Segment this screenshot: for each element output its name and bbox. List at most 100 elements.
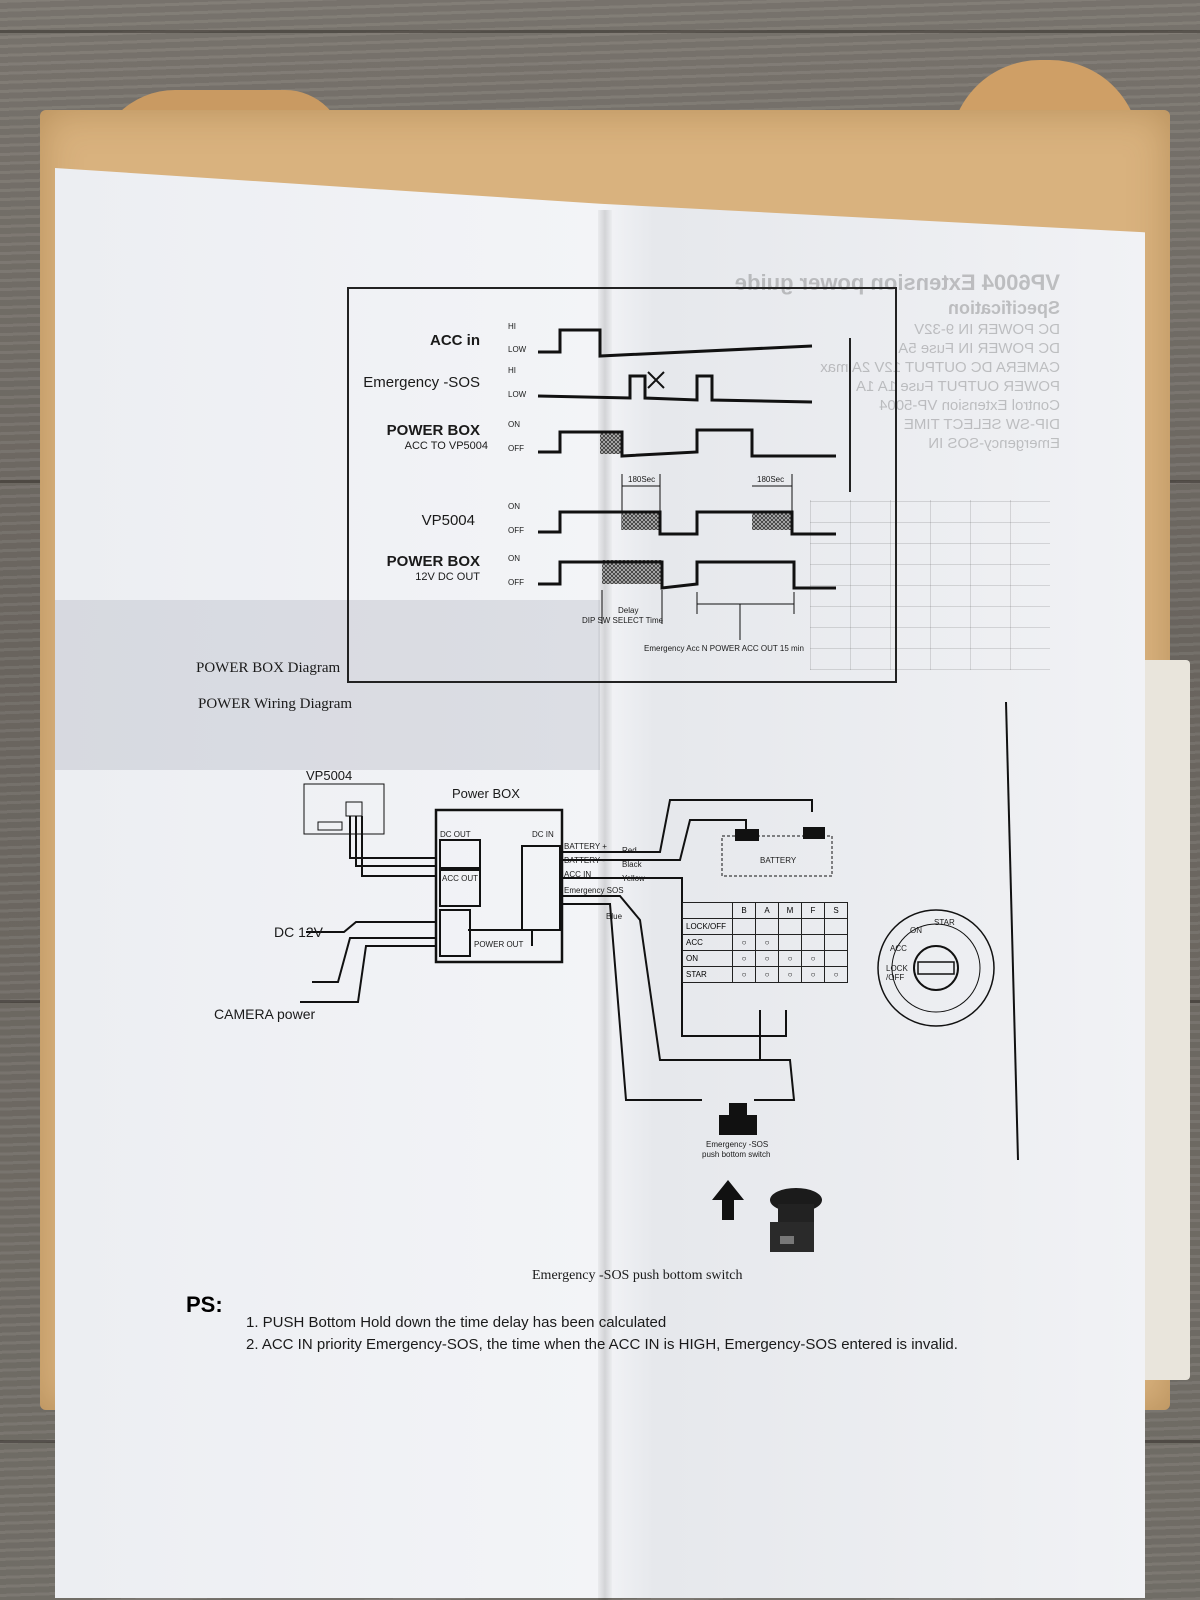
vp5004-connector (317, 821, 343, 831)
timing-chart-frame (347, 287, 897, 683)
vp-hatch (752, 512, 792, 530)
sos-caption-1: Emergency -SOS (706, 1140, 769, 1149)
sos-button-body (719, 1115, 757, 1135)
vp5004-module (303, 783, 385, 835)
acc-out-terminal (439, 869, 481, 907)
signal-label-power-box: POWER BOX (386, 422, 480, 439)
delay-label-180sec: 180Sec (757, 475, 785, 484)
bleed-through-table (810, 500, 1050, 670)
level-low: LOW (508, 390, 527, 399)
waveform-emergency-sos (537, 374, 813, 404)
key-position-on: ON (910, 926, 922, 935)
table-cell: ○ (732, 966, 756, 983)
label-acc-in: ACC IN (564, 870, 592, 879)
terminal-dc-in: DC IN (532, 830, 554, 839)
wire-color-blue: Blue (606, 912, 623, 921)
table-cell (824, 934, 848, 951)
battery-positive-terminal (735, 829, 759, 841)
wire-color-red: Red (622, 846, 637, 855)
delay-hatch (600, 432, 622, 454)
table-header: S (824, 902, 848, 919)
waveform-vp5004 (538, 510, 836, 536)
wiring-label-power-box: Power BOX (452, 786, 520, 801)
ignition-key-slot (917, 961, 955, 975)
label-camera-power: CAMERA power (214, 1006, 316, 1022)
label-battery-pos: BATTERY + (564, 842, 607, 851)
signal-label-power-box-2: POWER BOX (386, 553, 480, 570)
table-row-label: ACC (682, 934, 733, 951)
battery-label: BATTERY (760, 856, 797, 865)
table-cell: ○ (755, 950, 779, 967)
paper-shadow (55, 600, 600, 770)
ps-note-2: 2. ACC IN priority Emergency-SOS, the ti… (246, 1336, 958, 1353)
key-position-star: STAR (934, 918, 955, 927)
instruction-sheet (55, 168, 1145, 1598)
wire-camera (300, 945, 436, 1003)
table-cell (732, 918, 756, 935)
chart-footer-note: Emergency Acc N POWER ACC OUT 15 min (644, 644, 804, 653)
wire-battery-neg (562, 819, 747, 861)
wire-red (349, 816, 436, 859)
caption-sos-switch: Emergency -SOS push bottom switch (532, 1268, 743, 1283)
vp-hatch (622, 512, 660, 530)
caption-power-box-diagram: POWER BOX Diagram (196, 660, 341, 676)
table-cell: ○ (824, 966, 848, 983)
level-on: ON (508, 420, 520, 429)
battery-outline (721, 835, 833, 877)
table-header: M (778, 902, 802, 919)
waveform-acc-in (538, 328, 813, 358)
side-rule (1005, 701, 1019, 1161)
dc-out-hatch (602, 560, 662, 584)
table-cell: ○ (755, 966, 779, 983)
level-hi: HI (508, 322, 516, 331)
delay-label-180sec: 180Sec (628, 475, 656, 484)
signal-sub-12v-dc-out: 12V DC OUT (415, 571, 480, 583)
label-dc-12v: DC 12V (274, 924, 324, 940)
dc-in-terminal (521, 845, 561, 931)
label-emergency-sos: Emergency SOS (564, 886, 624, 895)
level-on: ON (508, 554, 520, 563)
invalid-x-mark (647, 371, 665, 389)
ps-heading: PS: (186, 1292, 223, 1317)
terminal-acc-out: ACC OUT (442, 874, 478, 883)
battery-negative-terminal (803, 827, 825, 839)
table-cell (778, 918, 802, 935)
ps-note-1: 1. PUSH Bottom Hold down the time delay … (246, 1314, 667, 1331)
wire-blue (562, 903, 702, 1101)
dip-sw-note: DIP SW SELECT Time (582, 616, 664, 625)
key-position-lock: LOCK /OFF (886, 964, 908, 982)
table-row-label: STAR (682, 966, 733, 983)
floor-plank-seam (0, 30, 1200, 33)
level-off: OFF (508, 444, 524, 453)
table-cell: ○ (801, 950, 825, 967)
table-cell: ○ (732, 950, 756, 967)
level-off: OFF (508, 578, 524, 587)
arrow-up-icon (712, 1180, 744, 1220)
table-cell (824, 918, 848, 935)
level-hi: HI (508, 366, 516, 375)
power-box-outline (434, 808, 564, 964)
wiring-label-vp5004: VP5004 (306, 768, 353, 783)
signal-label-vp5004: VP5004 (421, 512, 475, 529)
table-cell (801, 934, 825, 951)
table-corner (682, 902, 733, 919)
power-out-terminal (439, 909, 471, 957)
waveform-12v-dc-out (538, 560, 836, 590)
wire-dc12v-red (306, 921, 436, 933)
wire-acc-in (562, 877, 787, 1037)
waveform-power-box-acc (538, 428, 836, 458)
table-cell (778, 934, 802, 951)
table-header: A (755, 902, 779, 919)
delay-note: Delay (618, 606, 639, 615)
signal-label-emergency-sos: Emergency -SOS (363, 374, 480, 391)
wire-emergency (562, 895, 761, 1061)
table-cell (824, 950, 848, 967)
level-low: LOW (508, 345, 527, 354)
table-cell: ○ (778, 950, 802, 967)
ignition-key-inner (891, 923, 981, 1013)
key-position-acc: ACC (890, 944, 907, 953)
dc-out-terminal (439, 839, 481, 869)
table-cell: ○ (778, 966, 802, 983)
level-on: ON (508, 502, 520, 511)
